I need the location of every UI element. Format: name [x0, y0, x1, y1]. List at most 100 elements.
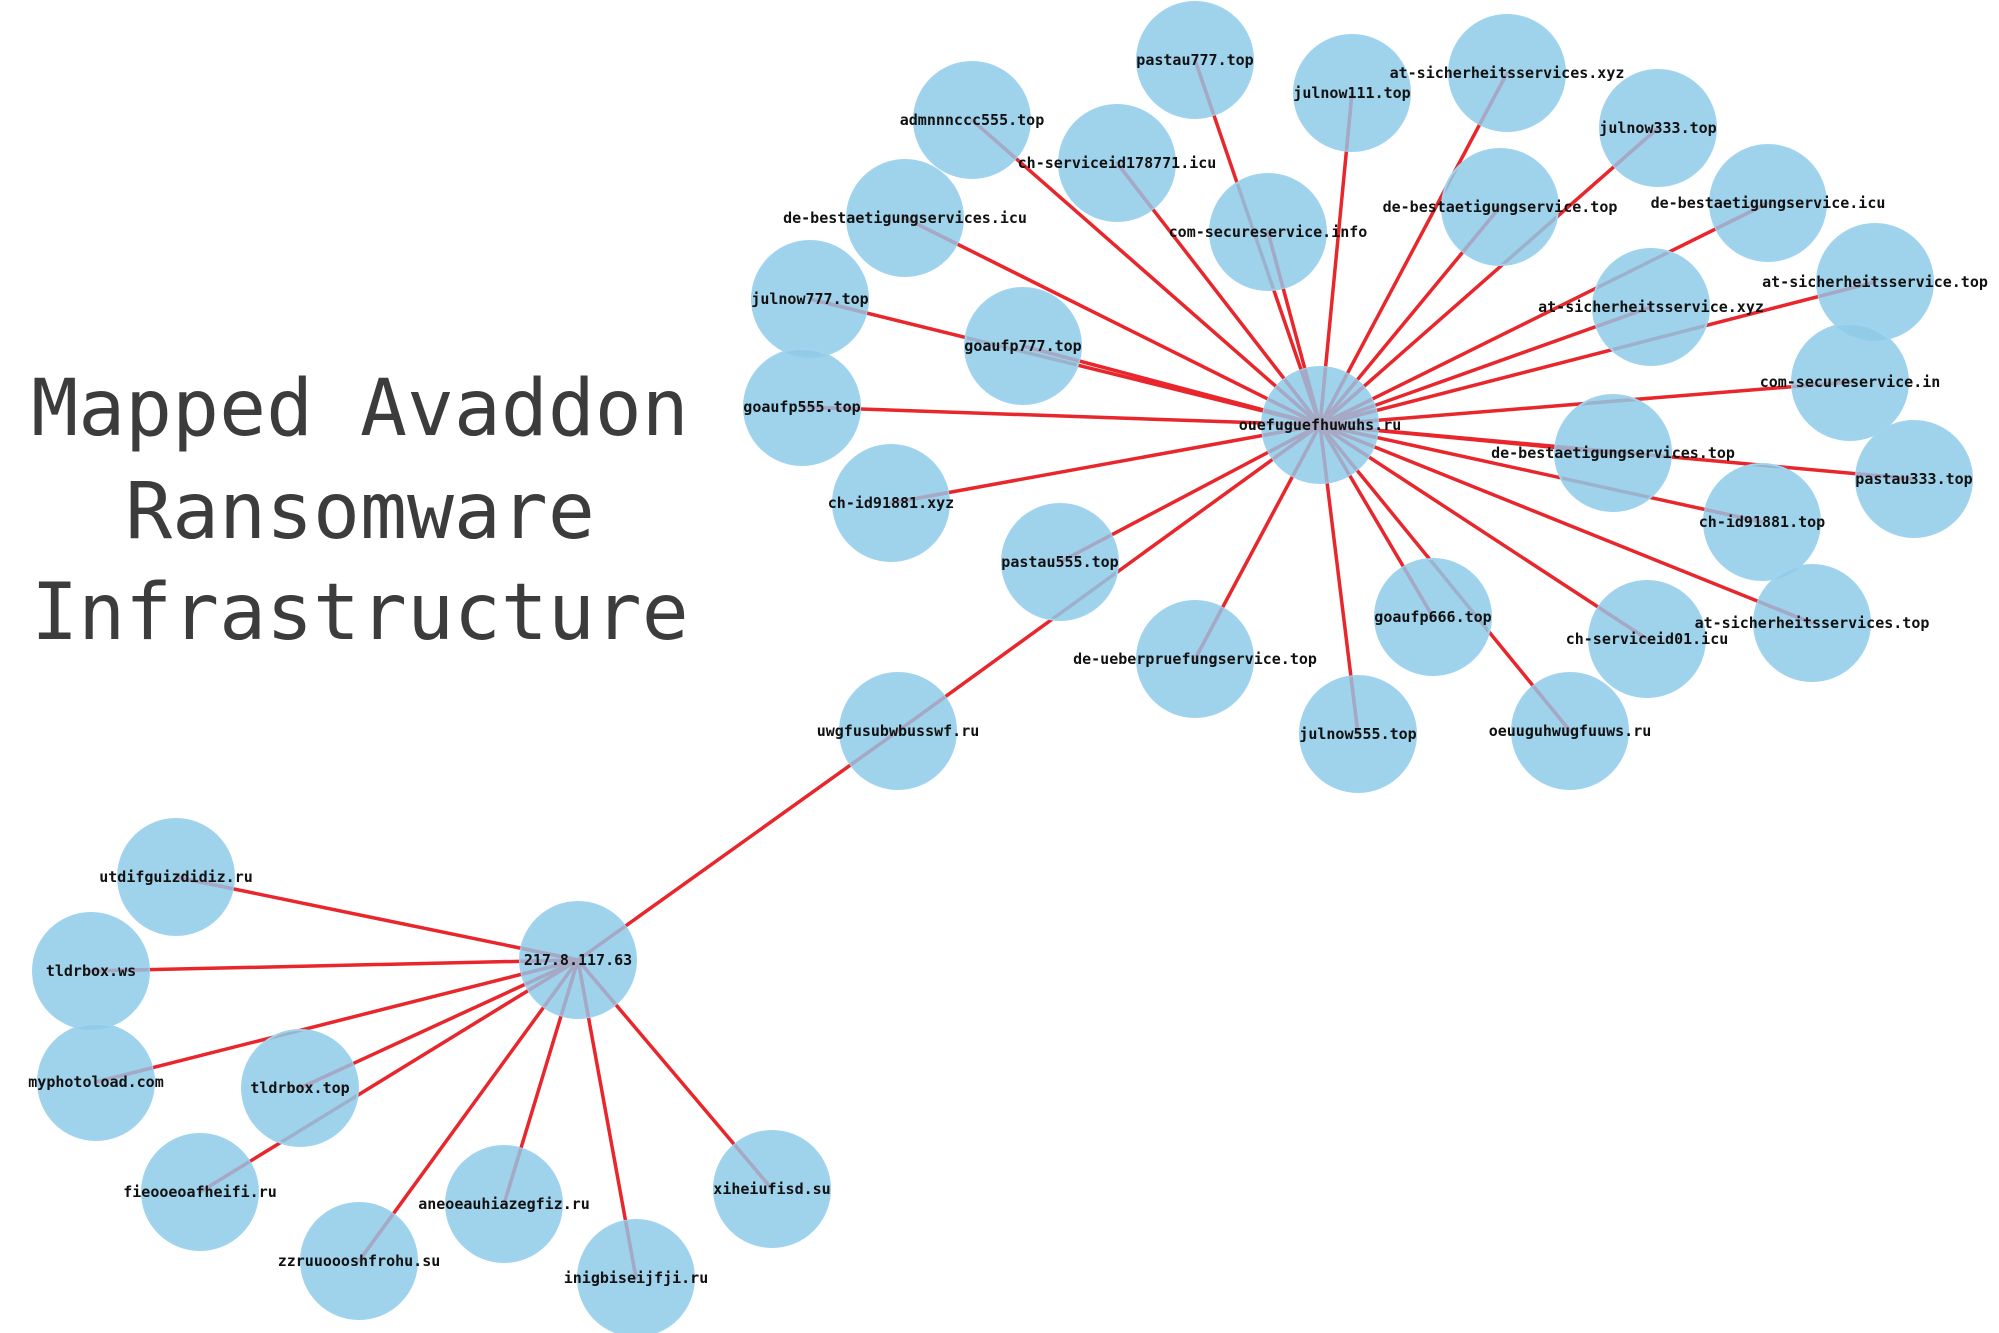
edge-hub1-n_debest_icu2	[1318, 201, 1770, 427]
title-line-3: Infrastructure	[31, 568, 689, 658]
edge-overlay	[1613, 126, 1660, 168]
node-label-n_pastau555: pastau555.top	[1001, 553, 1118, 571]
edge-overlay	[559, 959, 580, 1017]
node-label-n_myphoto: myphotoload.com	[28, 1073, 163, 1091]
edge-overlay	[1704, 507, 1763, 524]
edge-hub1-n_atsich_top2	[1318, 280, 1877, 427]
node-label-n_tldr_ws: tldrbox.ws	[46, 962, 136, 980]
edge-overlay	[521, 958, 579, 976]
edge-overlay	[519, 958, 579, 964]
title-line-2: Ransomware	[125, 467, 595, 557]
node-label-n_atsich_xyz2: at-sicherheitsservice.xyz	[1538, 298, 1764, 316]
edge-overlay	[1262, 423, 1321, 438]
labels-layer: ouefuguefhuwuhs.ru217.8.117.63pastau777.…	[28, 51, 1988, 1287]
edge-overlay	[95, 1066, 153, 1084]
edge-overlay	[1818, 280, 1876, 299]
edge-overlay	[1318, 379, 1359, 427]
edge-hub2-n_fieoo	[198, 958, 580, 1194]
node-label-n_atsich_top3: at-sicherheitsservices.top	[1695, 614, 1930, 632]
node-label-n_julnow777: julnow777.top	[751, 290, 868, 308]
node-label-n_debest_top1: de-bestaetigungservice.top	[1383, 198, 1618, 216]
edge-overlay	[1261, 421, 1321, 427]
edge-overlay	[1597, 605, 1648, 641]
edge-overlay	[1402, 566, 1435, 618]
edge-overlay	[199, 1160, 251, 1194]
edge-overlay	[1283, 378, 1322, 427]
edge-overlay	[1318, 423, 1359, 472]
edge-overlay	[1115, 161, 1154, 210]
node-label-n_comsec_in: com-secureservice.in	[1760, 373, 1941, 391]
node-label-n_deueber: de-ueberpruefungservice.top	[1073, 650, 1317, 668]
edge-overlay	[1263, 408, 1321, 427]
edge-overlay	[527, 958, 579, 992]
edge-overlay	[1318, 424, 1329, 483]
edge-hub1-n_chid_top	[1318, 423, 1764, 524]
node-label-n_debest_icu: de-bestaetigungservices.icu	[783, 209, 1027, 227]
edge-overlay	[357, 1213, 395, 1263]
node-label-n_pastau333: pastau333.top	[1855, 470, 1972, 488]
edge-overlay	[1349, 676, 1360, 735]
edge-overlay	[1792, 380, 1851, 389]
edge-hub2-n_tldr_ws	[89, 958, 580, 973]
edge-n_uwgfu-hub2	[576, 729, 900, 962]
node-label-n_goaufp666: goaufp666.top	[1374, 608, 1491, 626]
edge-overlay	[1267, 397, 1321, 427]
edge-hub1-n_chid_xyz	[889, 423, 1322, 505]
edge-overlay	[1318, 367, 1328, 426]
edge-overlay	[576, 959, 591, 1018]
edge-overlay	[1856, 472, 1915, 481]
edge-overlay	[299, 1062, 354, 1090]
node-label-n_julnow333: julnow333.top	[1599, 119, 1716, 137]
edge-hub1-n_goaufp555	[800, 405, 1322, 427]
edge-overlay	[1715, 201, 1769, 231]
edge-hub1-n_atsich_top3	[1318, 423, 1814, 625]
edge-overlay	[970, 118, 1017, 160]
edge-overlay	[90, 967, 150, 973]
node-label-n_debest_top2: de-bestaetigungservices.top	[1491, 444, 1735, 462]
edge-hub1-n_julnow333	[1318, 126, 1660, 427]
node-label-n_aneoe: aneoeauhiazegfiz.ru	[418, 1195, 590, 1213]
edge-overlay	[520, 946, 579, 962]
node-label-n_admnn: admnnnccc555.top	[900, 111, 1045, 129]
edge-overlay	[623, 1220, 638, 1279]
edge-overlay	[1266, 231, 1285, 289]
edge-overlay	[1531, 684, 1572, 733]
edge-overlay	[1595, 305, 1652, 329]
edge-overlay	[1193, 607, 1224, 660]
edge-overlay	[809, 297, 867, 315]
edge-hub2-n_utdif	[174, 875, 580, 962]
edge-overlay	[801, 405, 861, 411]
edge-overlay	[849, 729, 900, 767]
edge-overlay	[1303, 368, 1322, 426]
title-line-1: Mapped Avaddon	[31, 364, 689, 454]
edge-overlay	[1319, 423, 1375, 449]
edge-overlay	[1272, 423, 1322, 461]
edge-overlay	[1059, 533, 1113, 564]
edge-overlay	[1555, 445, 1614, 455]
node-label-n_chsid178771: ch-serviceid178771.icu	[1018, 154, 1217, 172]
node-label-n_julnow555: julnow555.top	[1299, 725, 1416, 743]
node-label-n_atsich_top2: at-sicherheitsservice.top	[1762, 273, 1988, 291]
edge-hub1-n_admnn	[970, 118, 1322, 427]
edge-overlay	[896, 695, 946, 733]
node-label-n_atsich_xyz: at-sicherheitsservices.xyz	[1390, 64, 1625, 82]
edge-overlay	[733, 1143, 774, 1191]
edge-overlay	[1319, 403, 1376, 427]
node-label-n_fieoo: fieooeoafheifi.ru	[123, 1183, 277, 1201]
nodes-layer	[32, 1, 1973, 1333]
edge-overlay	[1318, 372, 1349, 426]
node-label-n_inigb: inigbiseijfji.ru	[564, 1269, 709, 1287]
edge-overlay	[1193, 59, 1216, 116]
edge-hub2-n_zzruu	[357, 958, 580, 1263]
edge-overlay	[576, 958, 617, 1006]
node-label-n_goaufp555: goaufp555.top	[743, 398, 860, 416]
node-label-hub2: 217.8.117.63	[524, 951, 632, 969]
edge-overlay	[576, 924, 627, 962]
node-label-n_pastau777: pastau777.top	[1136, 51, 1253, 69]
edge-overlay	[1461, 205, 1502, 253]
node-label-n_xiheiu: xiheiufisd.su	[713, 1180, 830, 1198]
edge-overlay	[904, 216, 958, 246]
edge-overlay	[175, 875, 234, 891]
